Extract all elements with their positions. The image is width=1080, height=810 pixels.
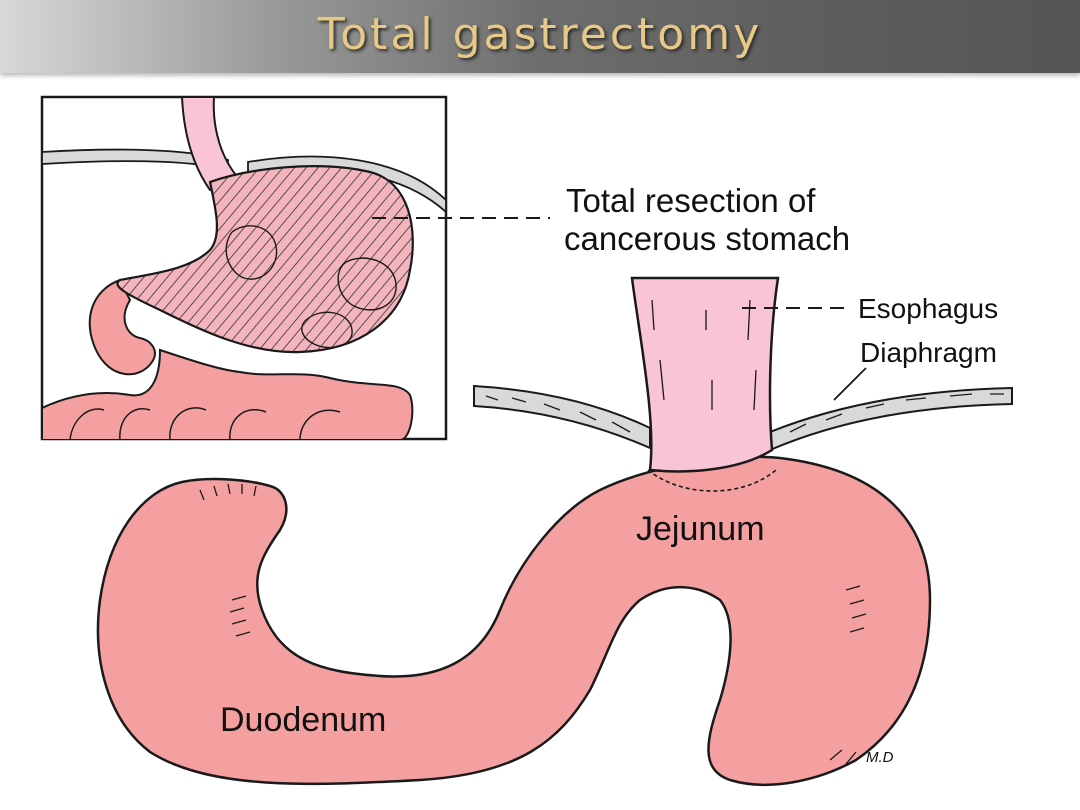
esophagus [630,276,780,473]
slide-title: Total gastrectomy [317,9,763,60]
inset-tumor-2 [337,257,397,311]
inset-panel [40,95,448,441]
diaphragm-left [473,384,651,450]
label-duodenum: Duodenum [220,701,386,739]
label-diaphragm: Diaphragm [860,337,997,368]
diaphragm-right [769,386,1013,452]
artist-signature: M.D [866,749,894,766]
bowel-loop [96,455,932,786]
inset-stomach [116,165,414,354]
title-bar: Total gastrectomy [0,0,1080,73]
anastomosis-line [647,469,777,492]
bowel-suture-marks [199,483,867,765]
inset-tumor-3 [301,311,353,349]
diaphragm-texture [485,393,1004,433]
label-jejunum: Jejunum [636,510,765,548]
diaphragm-leader-line [833,367,867,401]
esophagus-texture [651,299,757,411]
inset-tumor-1 [225,225,278,280]
label-esophagus: Esophagus [858,293,998,324]
label-resection-line2: cancerous stomach [564,220,850,257]
label-resection-line1: Total resection of [566,182,816,219]
inset-intestine [42,278,414,439]
inset-intestine-folds [69,407,341,439]
